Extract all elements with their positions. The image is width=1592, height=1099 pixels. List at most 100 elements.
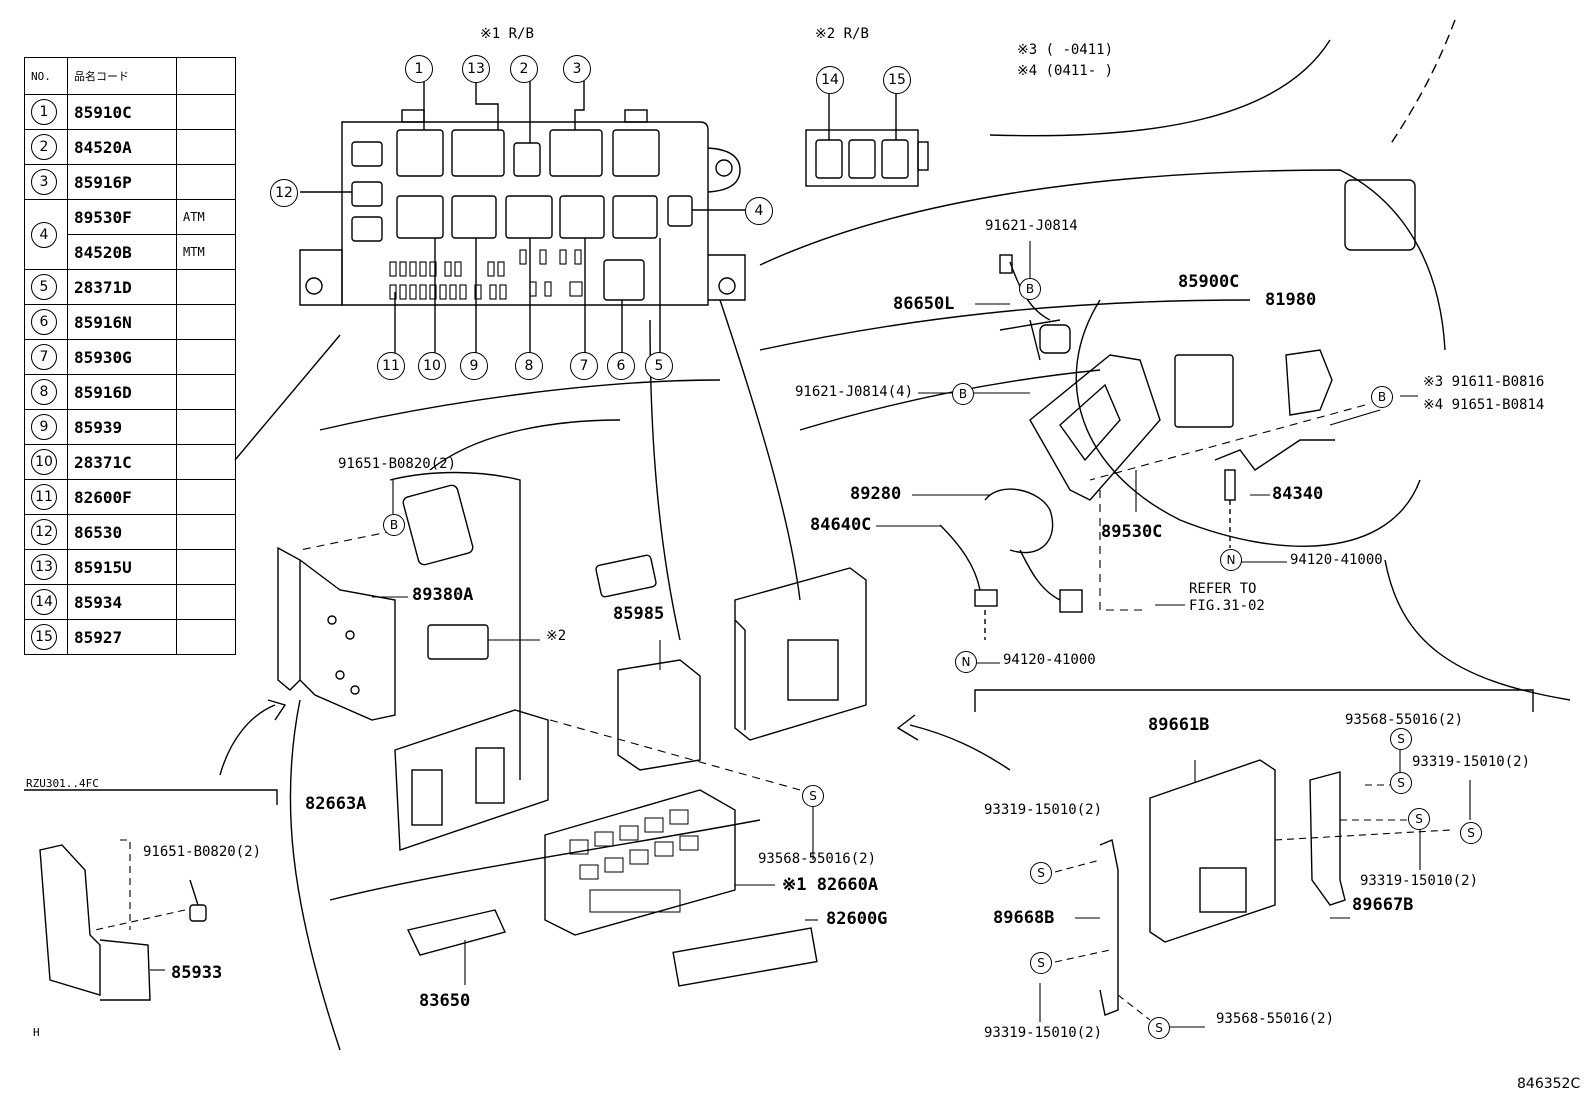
row-code: 85930G [67, 339, 177, 375]
callout-b: B [952, 383, 974, 405]
row-code: 85927 [67, 619, 177, 655]
row-code: 89530F [67, 199, 177, 235]
part-81980: 81980 [1265, 290, 1317, 310]
row-number: 14 [31, 589, 57, 615]
part-89530c: 89530C [1101, 522, 1163, 542]
table-row: 14 85934 [24, 584, 236, 620]
callout-s: S [802, 785, 824, 807]
row-note [176, 374, 236, 410]
row-code: 85910C [67, 94, 177, 130]
callout-7: 7 [570, 352, 598, 380]
row-code: 85915U [67, 549, 177, 585]
header-no: NO. [24, 57, 68, 95]
row-number: 15 [31, 624, 57, 650]
callout-13: 13 [462, 55, 490, 83]
row-number: 4 [31, 221, 57, 248]
callout-12: 12 [270, 179, 298, 207]
row-note [176, 129, 236, 165]
callout-b: B [383, 514, 405, 536]
part-84640c: 84640C [810, 515, 872, 535]
note3-header: ※3 ( -0411) [1017, 42, 1114, 58]
callout-s: S [1460, 822, 1482, 844]
row-number: 11 [31, 484, 57, 510]
part-93319-15010: 93319-15010(2) [1412, 754, 1531, 770]
table-row: 9 85939 [24, 409, 236, 445]
callout-2: 2 [510, 55, 538, 83]
row-number: 1 [31, 99, 57, 125]
callout-n: N [1220, 549, 1242, 571]
part-91651-b0820: 91651-B0820(2) [143, 844, 262, 860]
row-code: 86530 [67, 514, 177, 550]
row-code: 28371C [67, 444, 177, 480]
part-89280: 89280 [850, 484, 902, 504]
row-note [176, 304, 236, 340]
part-85985: 85985 [613, 604, 665, 624]
part-91651-b0820: 91651-B0820(2) [338, 456, 457, 472]
row-code: 85934 [67, 584, 177, 620]
row-note: ATM [176, 199, 236, 235]
row-number: 9 [31, 414, 57, 440]
callout-b: B [1371, 386, 1393, 408]
row-number: 2 [31, 134, 57, 160]
table-row: 1 85910C [24, 94, 236, 130]
row-code: 84520B [67, 234, 177, 270]
row-note: MTM [176, 234, 236, 270]
table-row: 2 84520A [24, 129, 236, 165]
callout-10: 10 [418, 352, 446, 380]
callout-s: S [1390, 728, 1412, 750]
table-header: NO. 品名コード [24, 57, 236, 95]
part-93319-15010: 93319-15010(2) [984, 1025, 1103, 1041]
rzu-label: RZU301..4FC [26, 777, 99, 790]
callout-3: 3 [563, 55, 591, 83]
row-code: 82600F [67, 479, 177, 515]
callout-s: S [1030, 862, 1052, 884]
table-row: 13 85915U [24, 549, 236, 585]
rb1-header: ※1 R/B [480, 26, 534, 42]
figure-number: 846352C [1517, 1076, 1581, 1092]
row-note [176, 549, 236, 585]
part-82663a: 82663A [305, 794, 367, 814]
row-number: 13 [31, 554, 57, 580]
header-note [176, 57, 236, 95]
callout-11: 11 [377, 352, 405, 380]
row-code: 84520A [67, 129, 177, 165]
callout-b: B [1019, 278, 1041, 300]
table-row: 15 85927 [24, 619, 236, 655]
part-89668b: 89668B [993, 908, 1055, 928]
callout-15: 15 [883, 66, 911, 94]
row-code: 85916D [67, 374, 177, 410]
callout-s: S [1030, 952, 1052, 974]
part-91651-b0814: ※4 91651-B0814 [1423, 397, 1545, 413]
row-note [176, 514, 236, 550]
callout-5: 5 [645, 352, 673, 380]
part-93319-15010: 93319-15010(2) [984, 802, 1103, 818]
header-code: 品名コード [67, 57, 177, 95]
part-84340: 84340 [1272, 484, 1324, 504]
row-note [176, 164, 236, 200]
callout-n: N [955, 651, 977, 673]
part-85900c: 85900C [1178, 272, 1240, 292]
row-number: 10 [31, 449, 57, 475]
callout-4: 4 [745, 197, 773, 225]
row-note [176, 619, 236, 655]
part-82600g: 82600G [826, 909, 888, 929]
part-85933: 85933 [171, 963, 223, 983]
row-number: 12 [31, 519, 57, 545]
part-89380a: 89380A [412, 585, 474, 605]
table-row: 11 82600F [24, 479, 236, 515]
table-row: 12 86530 [24, 514, 236, 550]
star2-label: ※2 [546, 628, 567, 644]
h-label: H [33, 1026, 40, 1039]
row-note [176, 269, 236, 305]
part-93568-55016: 93568-55016(2) [1345, 712, 1464, 728]
rb2-header: ※2 R/B [815, 26, 869, 42]
refer-fig-label: FIG.31-02 [1189, 598, 1265, 614]
callout-s: S [1408, 808, 1430, 830]
row-code: 85939 [67, 409, 177, 445]
